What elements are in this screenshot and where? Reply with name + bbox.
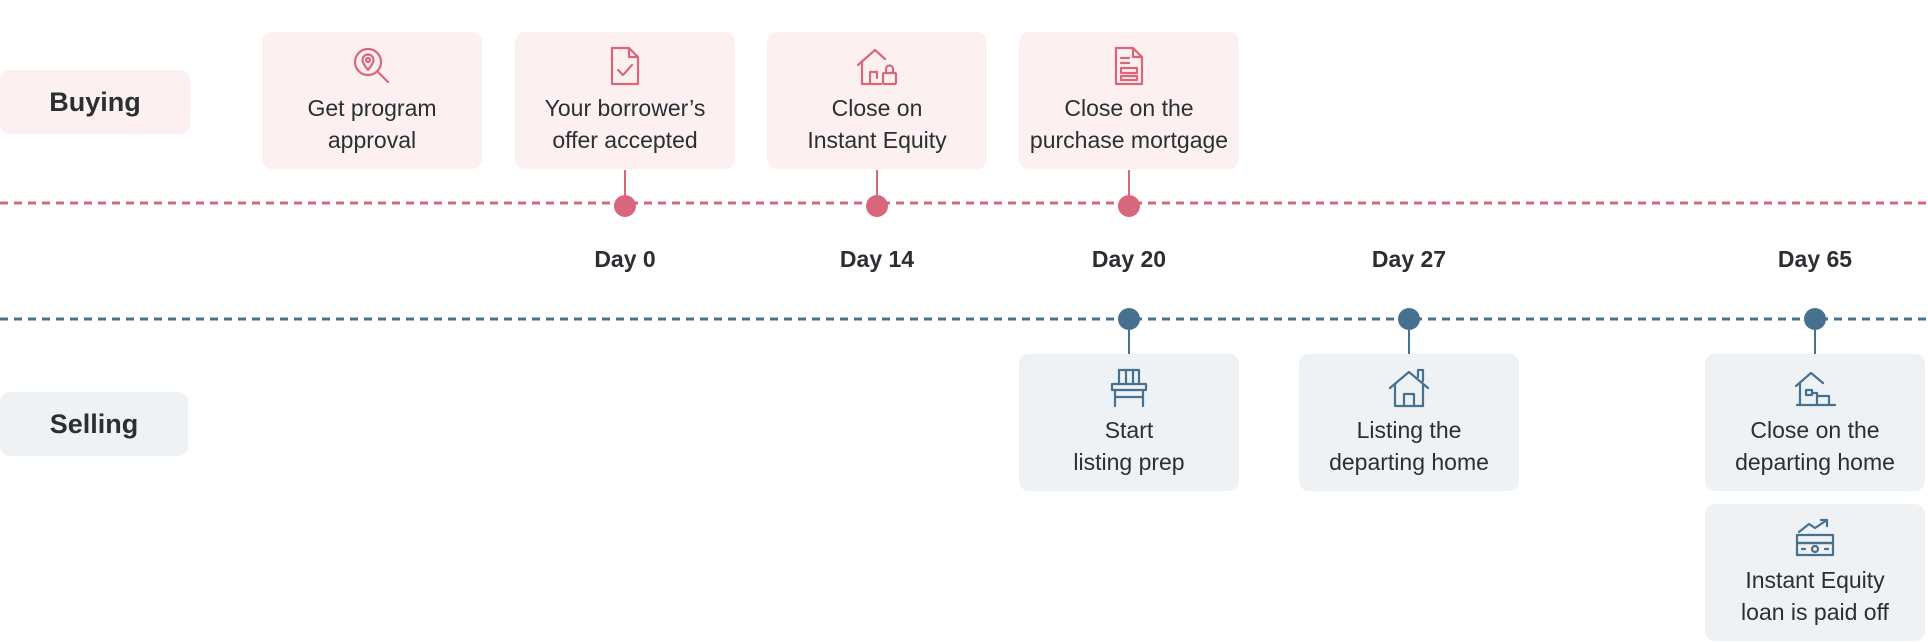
step-line: Close on xyxy=(831,95,923,121)
buying-step-text: Get program approval xyxy=(307,92,436,156)
buying-step-close-instant-equity: Close on Instant Equity xyxy=(767,32,987,169)
money-growth-icon xyxy=(1793,516,1837,560)
day-label-65: Day 65 xyxy=(1777,246,1853,272)
selling-step-loan-paid-off: Instant Equity loan is paid off xyxy=(1705,504,1925,641)
selling-step-close-departing-home: Close on the departing home xyxy=(1705,354,1925,491)
step-line: loan is paid off xyxy=(1741,599,1889,625)
buying-row-label: Buying xyxy=(0,70,190,134)
step-line: departing home xyxy=(1329,449,1489,475)
step-line: Instant Equity xyxy=(1745,567,1885,593)
buying-step-text: Close on Instant Equity xyxy=(807,92,946,156)
selling-step-text: Close on the departing home xyxy=(1735,414,1895,478)
day-label-27: Day 27 xyxy=(1371,246,1447,272)
house-sign-icon xyxy=(1387,366,1431,410)
selling-step-listing-departing-home: Listing the departing home xyxy=(1299,354,1519,491)
buying-step-text: Your borrower’s offer accepted xyxy=(545,92,706,156)
buying-step-close-purchase-mortgage: Close on the purchase mortgage xyxy=(1019,32,1239,169)
house-lock-icon xyxy=(855,44,899,88)
step-line: offer accepted xyxy=(552,127,698,153)
buying-dot-day-0 xyxy=(614,195,636,217)
buying-dot-day-20 xyxy=(1118,195,1140,217)
table-prep-icon xyxy=(1107,366,1151,410)
buying-step-text: Close on the purchase mortgage xyxy=(1030,92,1228,156)
day-label-0: Day 0 xyxy=(594,246,656,272)
document-check-icon xyxy=(603,44,647,88)
step-line: departing home xyxy=(1735,449,1895,475)
selling-step-text: Instant Equity loan is paid off xyxy=(1741,564,1889,628)
step-line: Instant Equity xyxy=(807,127,947,153)
step-line: Listing the xyxy=(1356,417,1462,443)
buying-label-text: Buying xyxy=(49,86,141,117)
house-sold-icon xyxy=(1793,366,1837,410)
selling-row-label: Selling xyxy=(0,392,188,456)
selling-step-text: Listing the departing home xyxy=(1329,414,1489,478)
step-line: listing prep xyxy=(1073,449,1185,475)
day-label-20: Day 20 xyxy=(1091,246,1167,272)
step-line: approval xyxy=(327,127,417,153)
buying-step-program-approval: Get program approval xyxy=(262,32,482,169)
step-line: Close on the xyxy=(1750,417,1880,443)
buying-dot-day-14 xyxy=(866,195,888,217)
step-line: Your borrower’s xyxy=(544,95,706,121)
step-line: Close on the xyxy=(1064,95,1194,121)
selling-step-text: Start listing prep xyxy=(1073,414,1184,478)
step-line: Start xyxy=(1104,417,1154,443)
document-form-icon xyxy=(1107,44,1151,88)
buying-step-offer-accepted: Your borrower’s offer accepted xyxy=(515,32,735,169)
step-line: purchase mortgage xyxy=(1029,127,1229,153)
step-line: Get program xyxy=(307,95,437,121)
location-search-icon xyxy=(350,44,394,88)
selling-label-text: Selling xyxy=(49,408,139,439)
selling-step-listing-prep: Start listing prep xyxy=(1019,354,1239,491)
day-label-14: Day 14 xyxy=(839,246,915,272)
